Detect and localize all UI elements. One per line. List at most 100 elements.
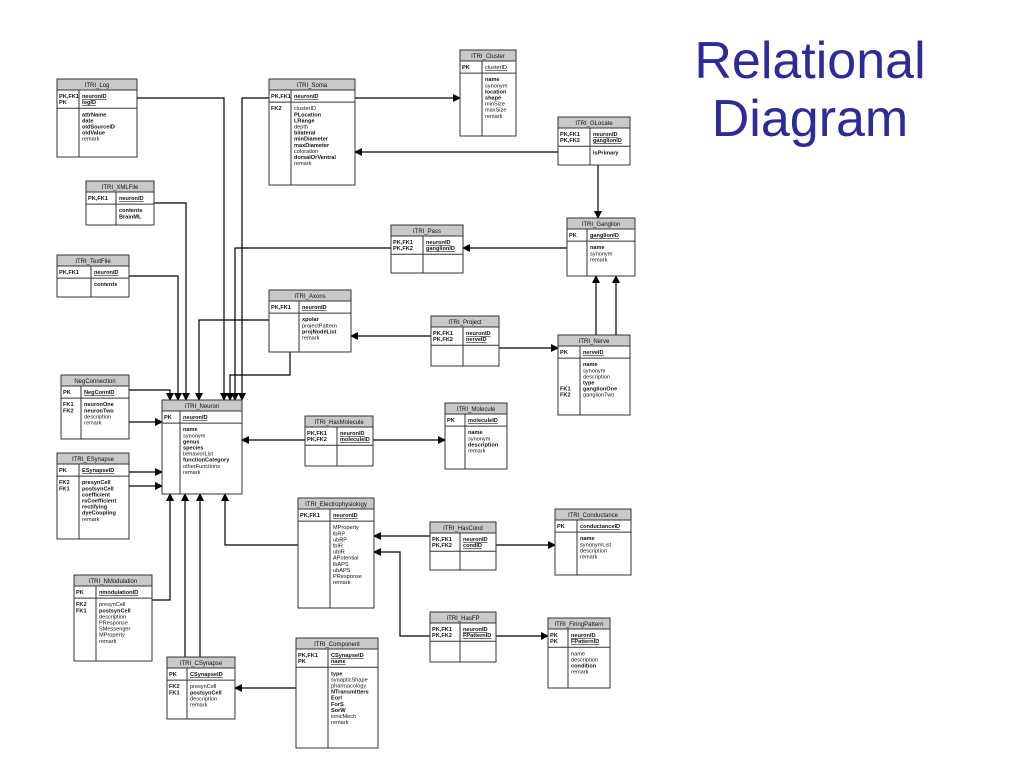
key-label: PK <box>447 418 455 424</box>
field-name: description <box>571 657 598 663</box>
slide-title: Relational Diagram <box>660 32 960 148</box>
field-name: otherFunctions <box>183 464 220 470</box>
field-name: synonym <box>590 251 613 257</box>
table-header <box>566 217 636 230</box>
field-name: bilateral <box>294 131 316 137</box>
field-name: neuronID <box>463 537 488 543</box>
key-label: PK <box>164 415 172 421</box>
field-name: ganglionID <box>590 233 619 239</box>
key-label: PK,FK1 <box>59 270 79 276</box>
field-name: depth <box>294 125 308 131</box>
field-name: neuronID <box>466 331 491 337</box>
field-name: ubAPS <box>333 568 351 574</box>
key-label: FK2 <box>169 684 180 690</box>
key-label: FK1 <box>169 690 180 696</box>
relationship-arrow <box>129 389 174 401</box>
key-label: PK <box>76 590 84 596</box>
field-name: postsynCell <box>190 690 222 696</box>
field-name: neuronID <box>119 196 144 202</box>
field-name: CSynapseID <box>190 672 223 678</box>
field-name: remark <box>84 421 102 427</box>
field-name: presynCell <box>99 602 125 608</box>
table-header <box>268 78 356 91</box>
table-name: ITRI_Axons <box>294 294 325 300</box>
field-name: NTransmitters <box>331 690 369 696</box>
field-name: remark <box>590 257 608 263</box>
table-header <box>56 254 130 267</box>
field-name: MProperty <box>333 525 359 531</box>
key-label: PK,FK1 <box>59 94 79 100</box>
field-name: remark <box>485 114 503 120</box>
key-label: PK,FK1 <box>432 627 452 633</box>
field-name: SMessenger <box>99 627 131 633</box>
field-name: type <box>331 671 343 677</box>
table-name: ITRI_Molecule <box>457 407 496 413</box>
relationship-arrow <box>373 548 430 637</box>
field-name: SorW <box>331 708 346 714</box>
table-border <box>268 78 356 186</box>
key-label: PK,FK1 <box>271 94 291 100</box>
field-name: remark <box>571 670 589 676</box>
field-name: minDiameter <box>294 137 329 143</box>
field-name: type <box>583 381 595 387</box>
field-name: remark <box>468 449 486 455</box>
field-name: ionicMech <box>331 714 356 720</box>
field-name: rectifying <box>82 505 108 511</box>
key-label: PK,FK1 <box>271 305 291 311</box>
key-label: FK1 <box>76 608 87 614</box>
field-name: name <box>571 651 585 657</box>
key-label: PK,FK1 <box>432 537 452 543</box>
field-name: clusterID <box>294 106 316 112</box>
table-name: ITRI_CSynapse <box>180 661 223 667</box>
key-label: FK2 <box>560 393 571 399</box>
slide-title-line-1: Relational <box>694 32 926 90</box>
field-name: name <box>485 77 500 83</box>
key-label: PK <box>569 233 577 239</box>
field-name: projNodeList <box>302 329 337 335</box>
table-name: ITRI_Cluster <box>471 54 505 60</box>
field-name: LRange <box>294 118 315 124</box>
table-name: ITRI_HasMolecule <box>314 420 364 426</box>
field-name: maxDiameter <box>294 143 330 149</box>
table-name: ITRI_Component <box>314 642 360 648</box>
table-name: ITRI_GLocate <box>575 121 613 127</box>
field-name: remark <box>302 336 320 342</box>
key-label: PK <box>63 390 71 396</box>
key-label: PK,FK1 <box>300 513 320 519</box>
table-header <box>429 611 497 624</box>
field-name: oldSourceID <box>82 125 115 131</box>
field-name: condition <box>571 664 597 670</box>
field-name: remark <box>82 137 100 143</box>
table-name: ITRI_HasCond <box>443 526 483 532</box>
field-name: name <box>468 430 483 436</box>
field-name: neuronID <box>593 132 618 138</box>
field-name: remark <box>333 580 351 586</box>
field-name: dorsalOrVentral <box>294 155 336 161</box>
table-border <box>297 497 375 609</box>
field-name: name <box>331 659 346 665</box>
key-label: PK,FK1 <box>393 240 413 246</box>
field-name: remark <box>82 517 100 523</box>
field-name: rsCoefficient <box>82 499 116 505</box>
field-name: name <box>580 536 595 542</box>
field-name: location <box>485 89 507 95</box>
key-label: PK,FK1 <box>88 196 108 202</box>
field-name: oldValue <box>82 131 105 137</box>
field-name: ForS <box>331 702 344 708</box>
key-label: FK2 <box>63 408 74 414</box>
table-header <box>56 452 130 465</box>
field-name: neuronID <box>82 94 107 100</box>
table-name: ITRI_NModulation <box>89 579 137 585</box>
